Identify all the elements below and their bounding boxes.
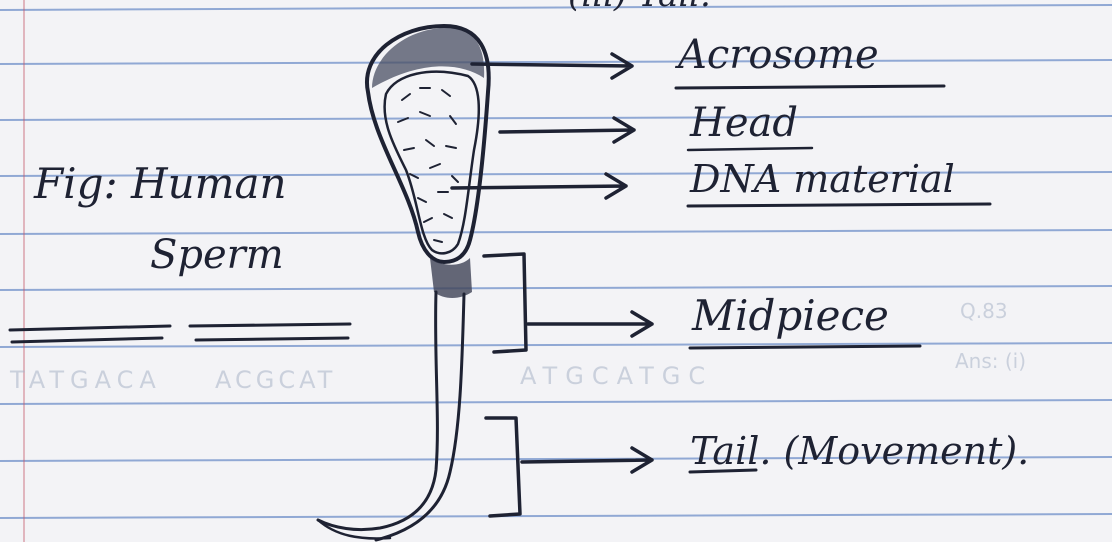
midpiece-bracket: [484, 254, 526, 352]
dna-underline: [688, 204, 990, 206]
bleed-mid-strand: ATGCATGC: [520, 362, 713, 390]
head-arrow: [500, 118, 634, 142]
acrosome-underline: [676, 86, 944, 88]
label-acrosome: Acrosome: [674, 32, 879, 78]
dna-material-marks: [398, 88, 458, 242]
acrosome-arrow: [472, 54, 632, 78]
label-midpiece: Midpiece: [691, 291, 889, 340]
bleed-q-number: Q.83: [960, 299, 1008, 323]
tail-outer: [318, 292, 437, 530]
label-dna-material: DNA material: [689, 157, 955, 201]
sperm-illustration: [318, 26, 489, 540]
part-labels: Acrosome Head DNA material Midpiece Tail…: [674, 32, 1029, 473]
bleed-left-strand: TATGACA: [9, 366, 162, 394]
top-fragment: (iii) Tail.: [568, 0, 711, 15]
label-head: Head: [689, 100, 798, 146]
tail-bracket: [486, 418, 520, 516]
caption-line-2: Sperm: [150, 232, 284, 278]
nucleus-outline: [385, 72, 479, 254]
tail-underline: [690, 470, 756, 472]
caption-underlines: [10, 324, 350, 342]
pointer-arrows: [452, 54, 652, 472]
tail-inner: [376, 294, 464, 540]
bleed-ans: Ans: (i): [955, 349, 1026, 373]
label-tail: Tail. (Movement).: [690, 429, 1029, 473]
acrosome-cap: [372, 28, 484, 88]
caption-line-1: Fig: Human: [33, 159, 287, 208]
head-underline: [688, 148, 812, 150]
bleed-right-strand: ACGCAT: [215, 366, 336, 394]
midpiece-arrow: [528, 312, 652, 336]
tail-arrow: [522, 448, 652, 472]
figure-caption: Fig: Human Sperm: [10, 159, 350, 342]
midpiece-underline: [690, 346, 920, 348]
